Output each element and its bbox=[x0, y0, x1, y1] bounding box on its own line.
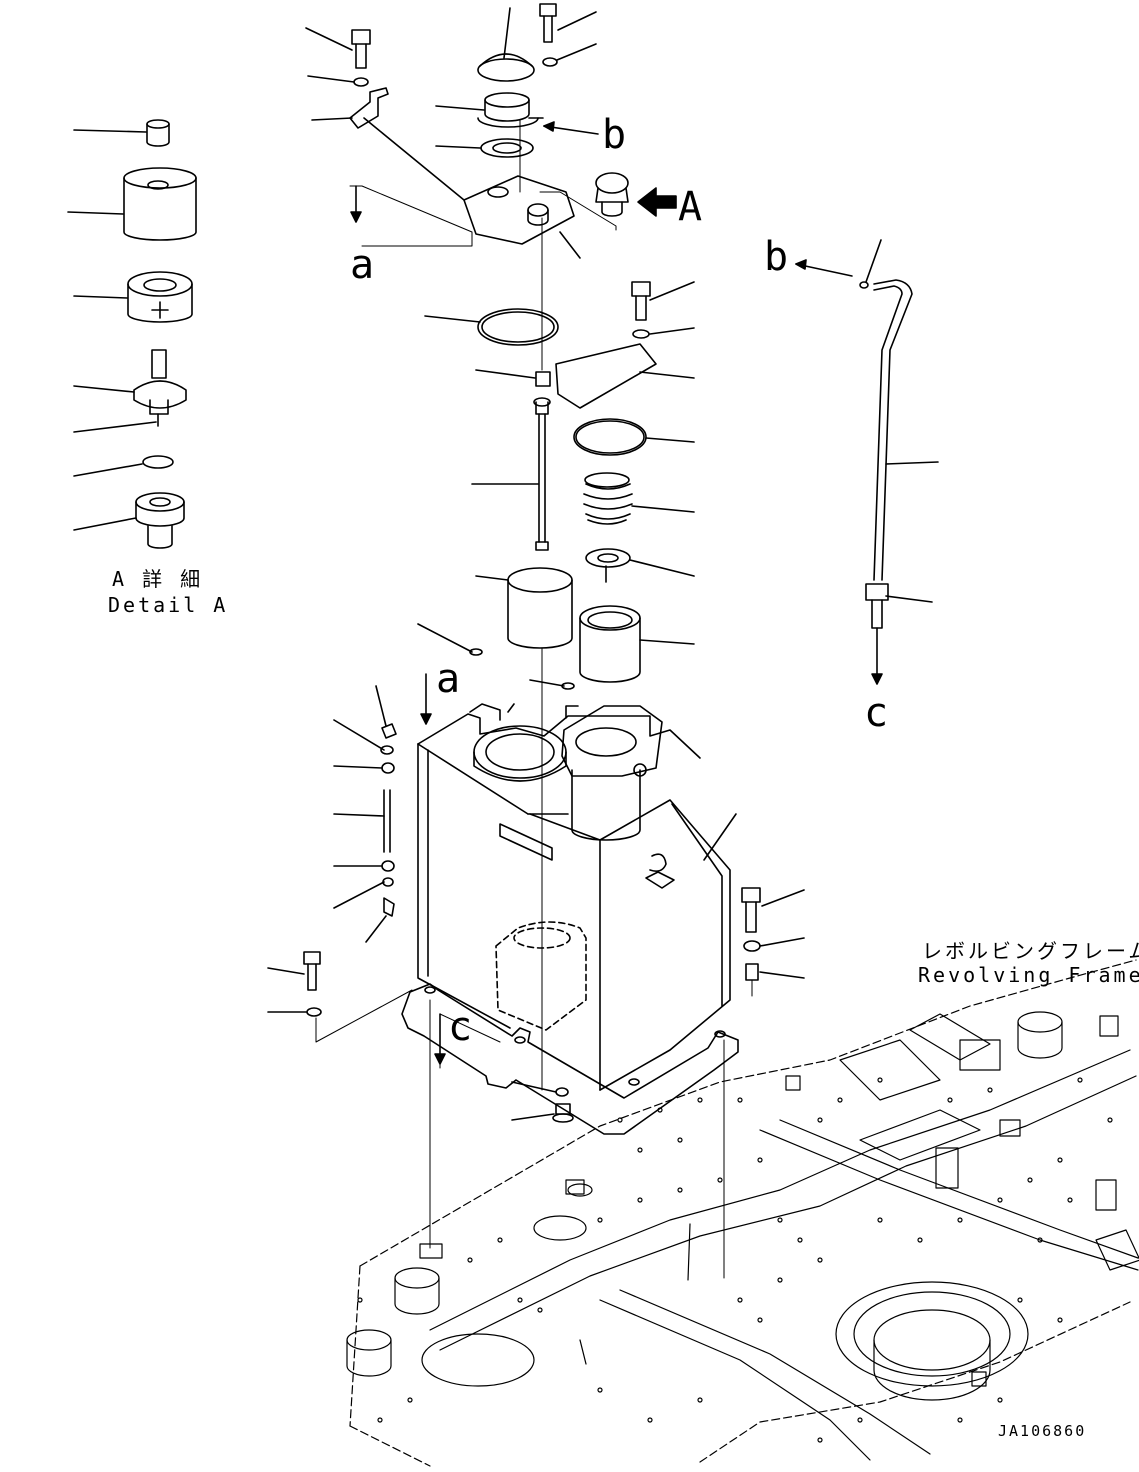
tank-fittings bbox=[303, 648, 761, 1123]
top-cover-parts bbox=[349, 3, 657, 683]
drawing-number: JA106860 bbox=[998, 1422, 1086, 1440]
top-cover-leaders bbox=[305, 7, 695, 645]
callout-c-bottom: c bbox=[448, 1004, 472, 1050]
tube-assembly bbox=[859, 239, 939, 629]
callout-b-top: b bbox=[602, 112, 626, 158]
detail-a-leaders bbox=[67, 129, 157, 531]
callout-A: A bbox=[678, 184, 702, 230]
callout-a-top: a bbox=[350, 242, 374, 288]
frame-holes bbox=[357, 1077, 1113, 1443]
detail-a-parts bbox=[123, 119, 197, 549]
callout-c-right: c bbox=[864, 690, 888, 736]
callout-a-mid: a bbox=[436, 656, 460, 702]
frame-label-jp: レボルビングフレーム bbox=[922, 939, 1139, 963]
detail-title-jp: A 詳 細 bbox=[112, 567, 203, 591]
hydraulic-tank bbox=[401, 703, 739, 1135]
tank-leaders bbox=[267, 623, 805, 1279]
direction-arrows bbox=[350, 121, 883, 1069]
detail-title-en: Detail A bbox=[108, 593, 228, 617]
revolving-frame bbox=[346, 959, 1139, 1467]
callout-b-right: b bbox=[764, 234, 788, 280]
frame-label-en: Revolving Frame bbox=[918, 963, 1139, 987]
